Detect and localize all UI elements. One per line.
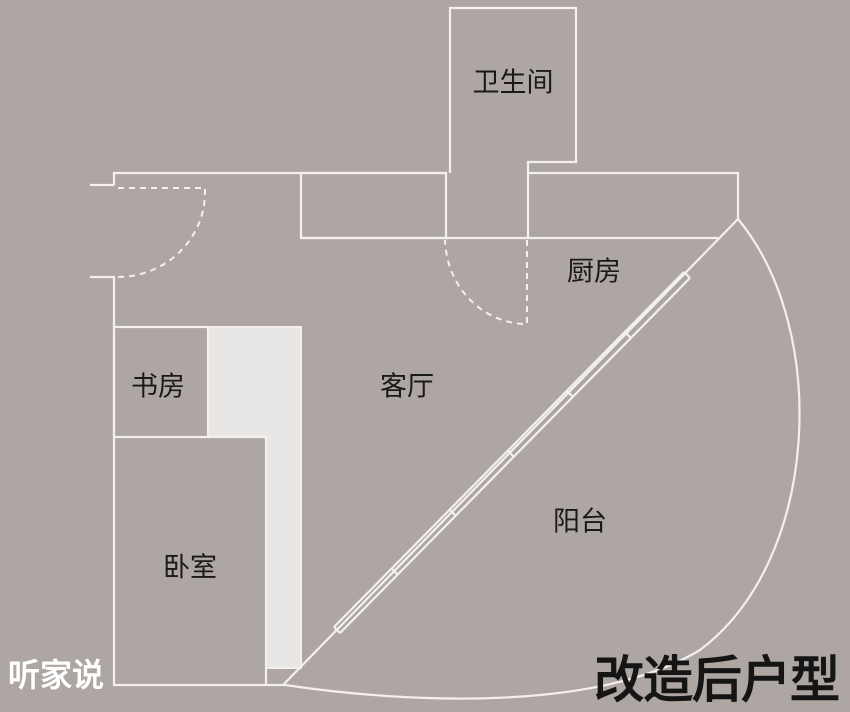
bathroom-door-swing xyxy=(444,239,528,326)
room-label-kitchen: 厨房 xyxy=(567,256,621,288)
study-walls xyxy=(112,325,210,439)
left-cabinet xyxy=(299,171,448,240)
room-label-bathroom: 卫生间 xyxy=(472,67,554,99)
room-label-living-room: 客厅 xyxy=(380,371,434,403)
kitchen-cabinet xyxy=(528,171,740,219)
bathroom-walls xyxy=(448,6,578,238)
plan-title: 改造后户型 xyxy=(594,651,840,709)
bedroom-wall xyxy=(208,435,268,685)
room-label-bedroom: 卧室 xyxy=(163,552,217,584)
watermark: 听家说 xyxy=(8,656,105,694)
sliding-window xyxy=(333,271,691,634)
room-label-study: 书房 xyxy=(131,371,185,403)
entrance-door-swing xyxy=(117,187,206,278)
top-wall xyxy=(112,171,446,185)
left-wall xyxy=(90,275,285,687)
corridor-strip xyxy=(207,326,302,669)
balcony-arc xyxy=(284,218,801,700)
room-label-balcony: 阳台 xyxy=(553,506,607,538)
